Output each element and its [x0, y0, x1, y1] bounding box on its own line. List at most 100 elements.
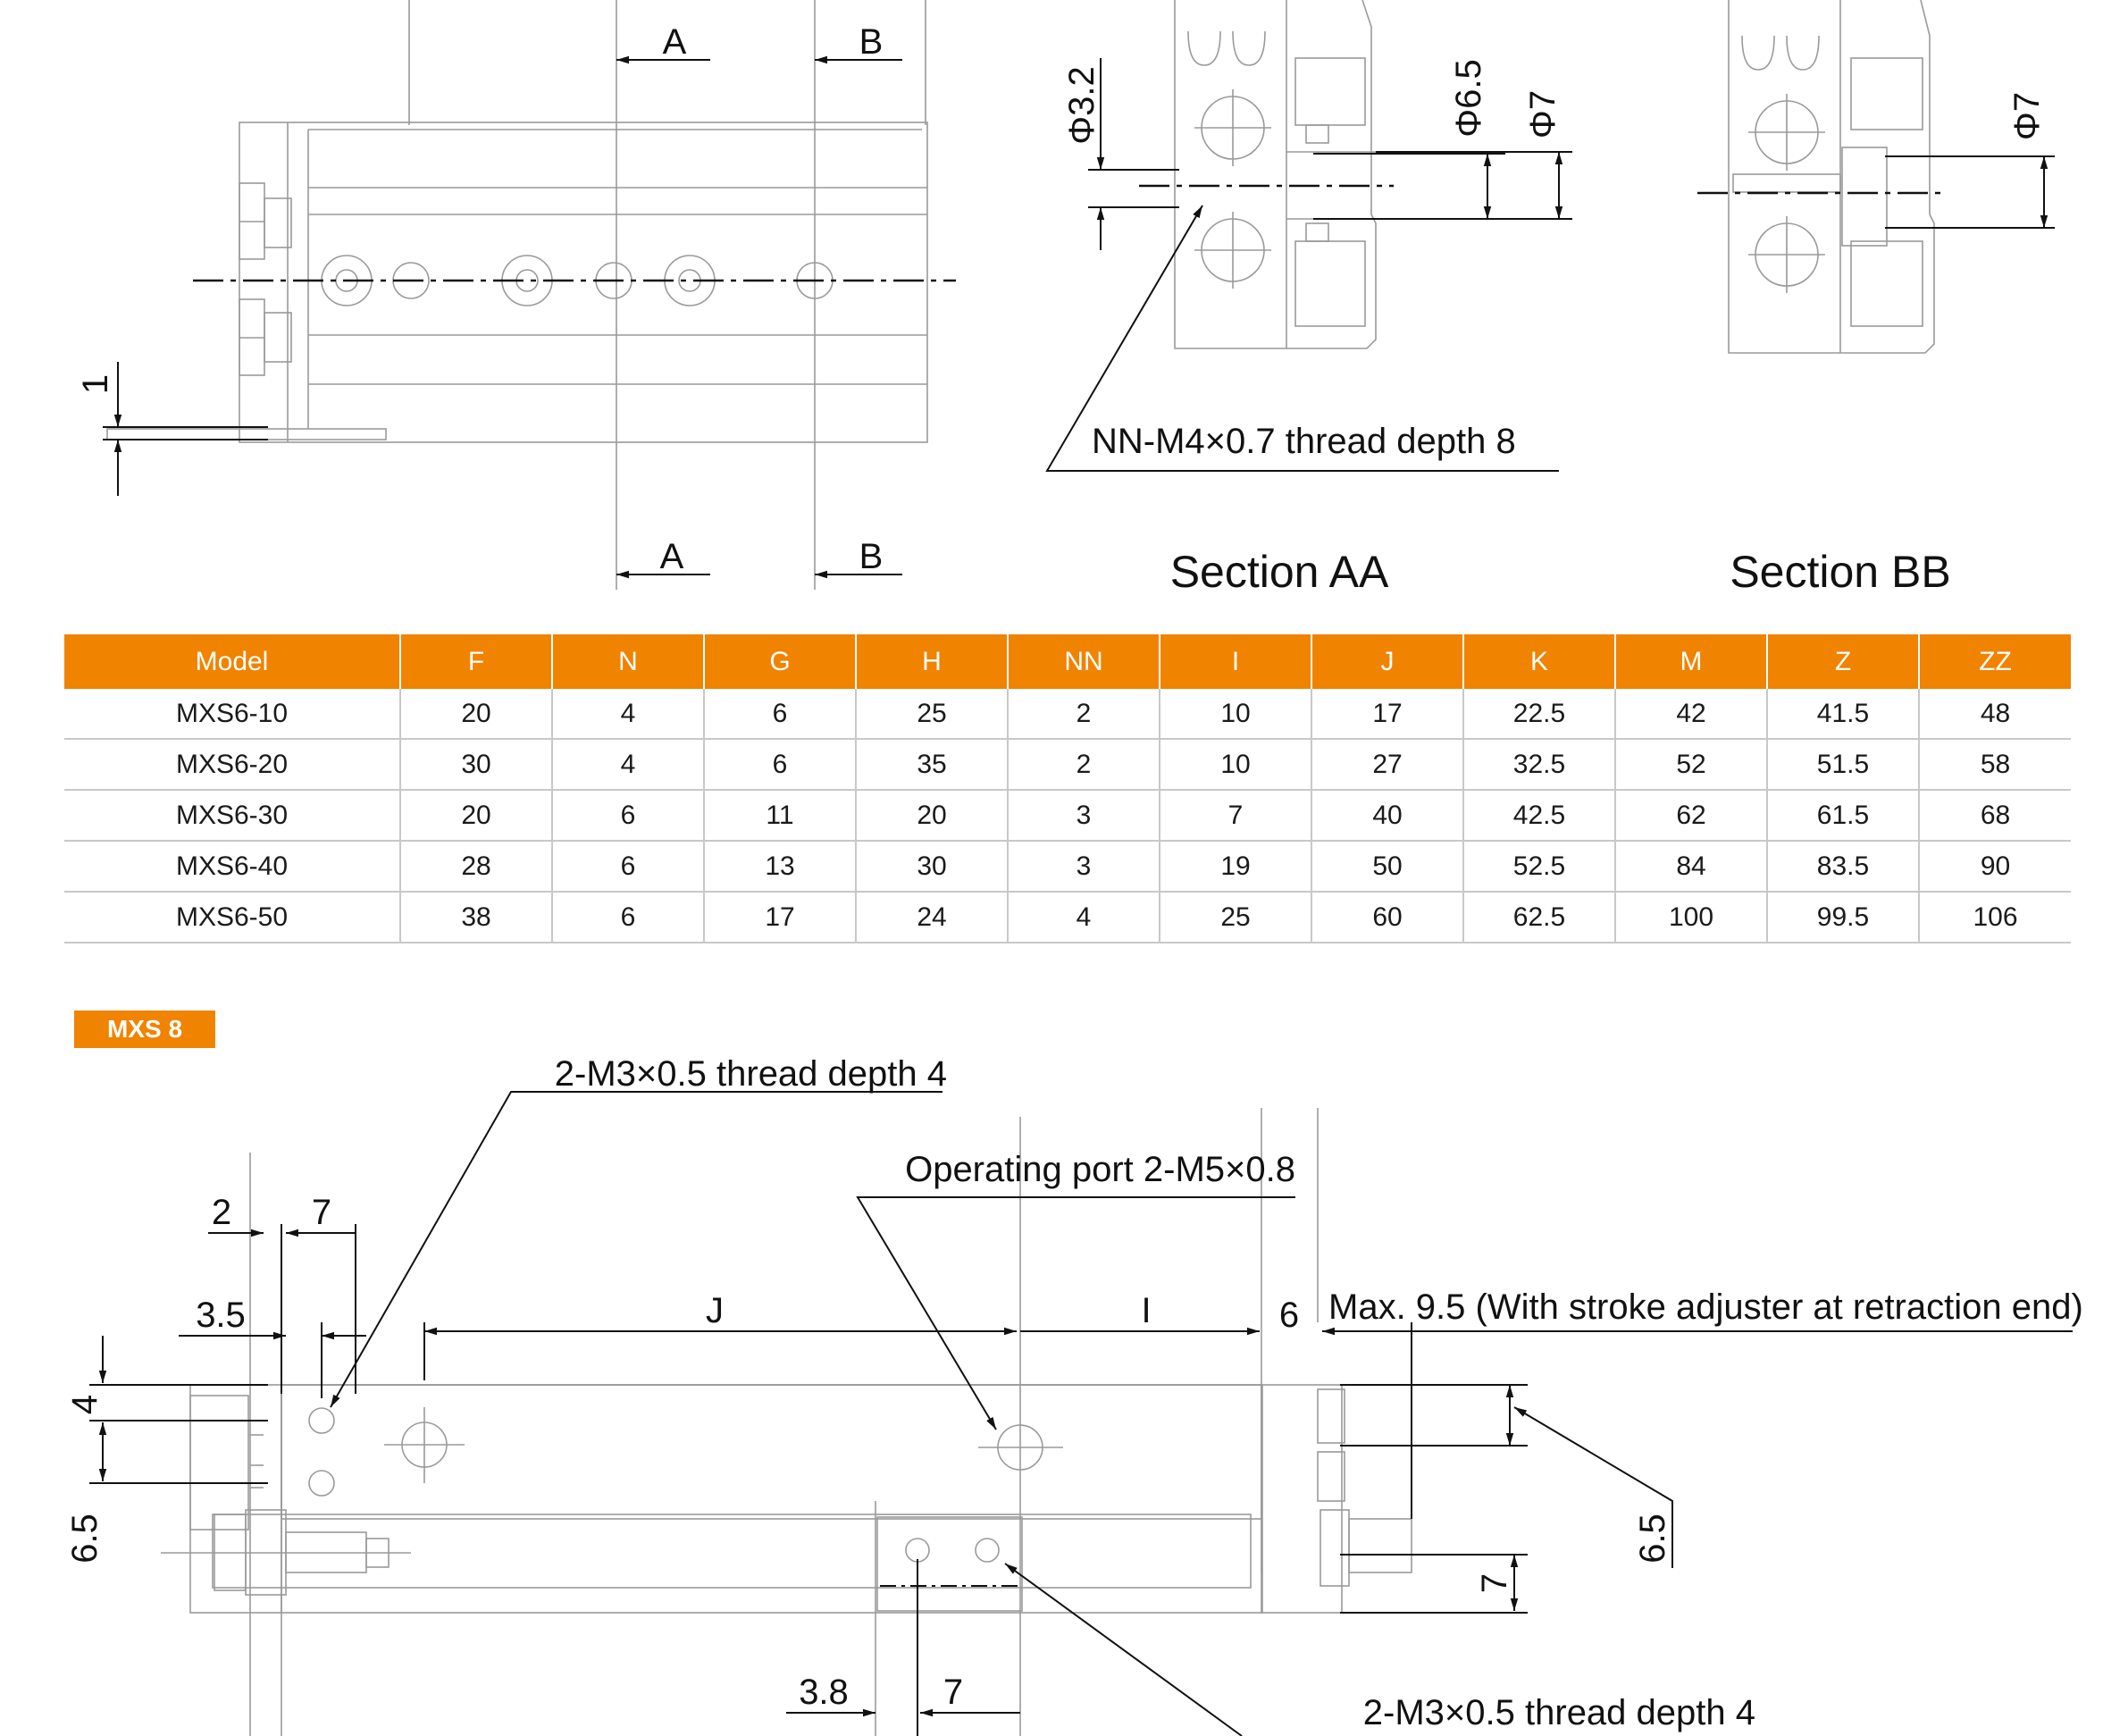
- table-cell: 4: [552, 689, 705, 740]
- dim-phi65: Φ6.5: [1449, 59, 1488, 138]
- table-cell: 13: [704, 841, 857, 893]
- column-header: ZZ: [1919, 634, 2071, 689]
- table-cell: 28: [400, 841, 553, 893]
- section-bb-dims: [1885, 155, 2055, 229]
- mxs8-dim-i: I: [1141, 1291, 1151, 1330]
- table-cell: 19: [1160, 841, 1312, 893]
- model-badge-mxs8: MXS 8: [74, 1011, 215, 1048]
- column-header: Z: [1767, 634, 1920, 689]
- table-cell: 2: [1008, 689, 1160, 740]
- mxs8-body: [161, 1108, 1412, 1736]
- table-header-row: Model F N G H NN I J K M Z ZZ: [64, 634, 2071, 689]
- table-cell: 60: [1311, 892, 1464, 943]
- mxs8-dim-6: 6: [1279, 1296, 1299, 1335]
- table-cell: 42: [1615, 689, 1768, 740]
- mxs8-dim-2: 2: [212, 1193, 231, 1232]
- dim-phi7-aa: Φ7: [1523, 90, 1562, 138]
- table-cell: 3: [1008, 790, 1160, 842]
- table-cell: 6: [704, 739, 857, 791]
- table-cell: 42.5: [1463, 790, 1616, 842]
- section-bb-view: [1728, 0, 1935, 354]
- mxs8-dim-j: J: [706, 1291, 724, 1330]
- section-aa-dims: [1045, 58, 1572, 472]
- dim-left-1: [103, 362, 268, 496]
- section-mark-a-bottom: A: [660, 537, 684, 576]
- section-mark-b-top: B: [859, 22, 884, 62]
- section-aa-view: [1174, 0, 1377, 349]
- column-header: G: [704, 634, 857, 689]
- table-cell: 17: [704, 892, 857, 943]
- table-cell: 48: [1919, 689, 2071, 740]
- column-header: K: [1463, 634, 1616, 689]
- table-cell: 20: [400, 689, 553, 740]
- table-cell: 30: [856, 841, 1009, 893]
- mxs8-callout-bottom: 2-M3×0.5 thread depth 4: [1363, 1693, 1755, 1732]
- table-cell: 62.5: [1463, 892, 1616, 943]
- table-cell: 35: [856, 739, 1009, 791]
- table-cell: 106: [1919, 892, 2071, 943]
- table-cell: 10: [1160, 739, 1312, 791]
- table-cell: 83.5: [1767, 841, 1920, 893]
- table-cell: 51.5: [1767, 739, 1920, 791]
- section-bb-title: Section BB: [1730, 547, 1950, 597]
- table-cell: 20: [856, 790, 1009, 842]
- column-header: N: [552, 634, 705, 689]
- table-cell: 30: [400, 739, 553, 791]
- table-cell: 3: [1008, 841, 1160, 893]
- table-cell: 25: [856, 689, 1009, 740]
- table-cell: 62: [1615, 790, 1768, 842]
- table-cell: 84: [1615, 841, 1768, 893]
- table-cell: 58: [1919, 739, 2071, 791]
- dim-phi7-bb: Φ7: [2007, 92, 2047, 140]
- mxs8-callout-top: 2-M3×0.5 thread depth 4: [555, 1054, 947, 1094]
- table-cell: 6: [552, 790, 705, 842]
- table-cell: 22.5: [1463, 689, 1616, 740]
- table-cell: 6: [552, 892, 705, 943]
- table-cell: MXS6-10: [64, 689, 401, 740]
- table-cell: 6: [552, 841, 705, 893]
- callout-nn-thread: NN-M4×0.7 thread depth 8: [1092, 422, 1516, 461]
- table-cell: 52.5: [1463, 841, 1616, 893]
- column-header: Model: [64, 634, 401, 689]
- mxs8-dim-7-right: 7: [1475, 1573, 1514, 1593]
- table-cell: MXS6-40: [64, 841, 401, 893]
- dim-phi32: Φ3.2: [1062, 66, 1102, 145]
- mxs8-dim-6-5-right: 6.5: [1633, 1514, 1672, 1564]
- table-cell: 27: [1311, 739, 1464, 791]
- table-cell: MXS6-50: [64, 892, 401, 943]
- table-cell: 32.5: [1463, 739, 1616, 791]
- table-cell: 68: [1919, 790, 2071, 842]
- table-cell: 24: [856, 892, 1009, 943]
- table-cell: 41.5: [1767, 689, 1920, 740]
- table-cell: 10: [1160, 689, 1312, 740]
- mxs8-dim-7a: 7: [312, 1193, 331, 1232]
- mxs8-dim-6-5-left: 6.5: [65, 1514, 105, 1564]
- table-cell: 50: [1311, 841, 1464, 893]
- table-cell: 61.5: [1767, 790, 1920, 842]
- table-cell: 100: [1615, 892, 1768, 943]
- table-cell: 11: [704, 790, 857, 842]
- column-header: J: [1311, 634, 1464, 689]
- table-cell: 25: [1160, 892, 1312, 943]
- column-header: NN: [1008, 634, 1160, 689]
- section-mark-b-bottom: B: [859, 537, 884, 576]
- column-header: F: [400, 634, 553, 689]
- table-cell: 99.5: [1767, 892, 1920, 943]
- table-cell: 20: [400, 790, 553, 842]
- table-cell: 52: [1615, 739, 1768, 791]
- mxs8-callout-port: Operating port 2-M5×0.8: [905, 1150, 1295, 1189]
- table-cell: 4: [1008, 892, 1160, 943]
- section-arrows: [616, 55, 902, 579]
- column-header: H: [856, 634, 1009, 689]
- dim-left-1-label: 1: [76, 374, 115, 394]
- mxs8-dim-7-bottom: 7: [943, 1673, 963, 1712]
- table-cell: 7: [1160, 790, 1312, 842]
- mxs8-dim-4: 4: [65, 1395, 105, 1414]
- table-cell: 90: [1919, 841, 2071, 893]
- side-view-top: [106, 0, 928, 590]
- column-header: M: [1615, 634, 1768, 689]
